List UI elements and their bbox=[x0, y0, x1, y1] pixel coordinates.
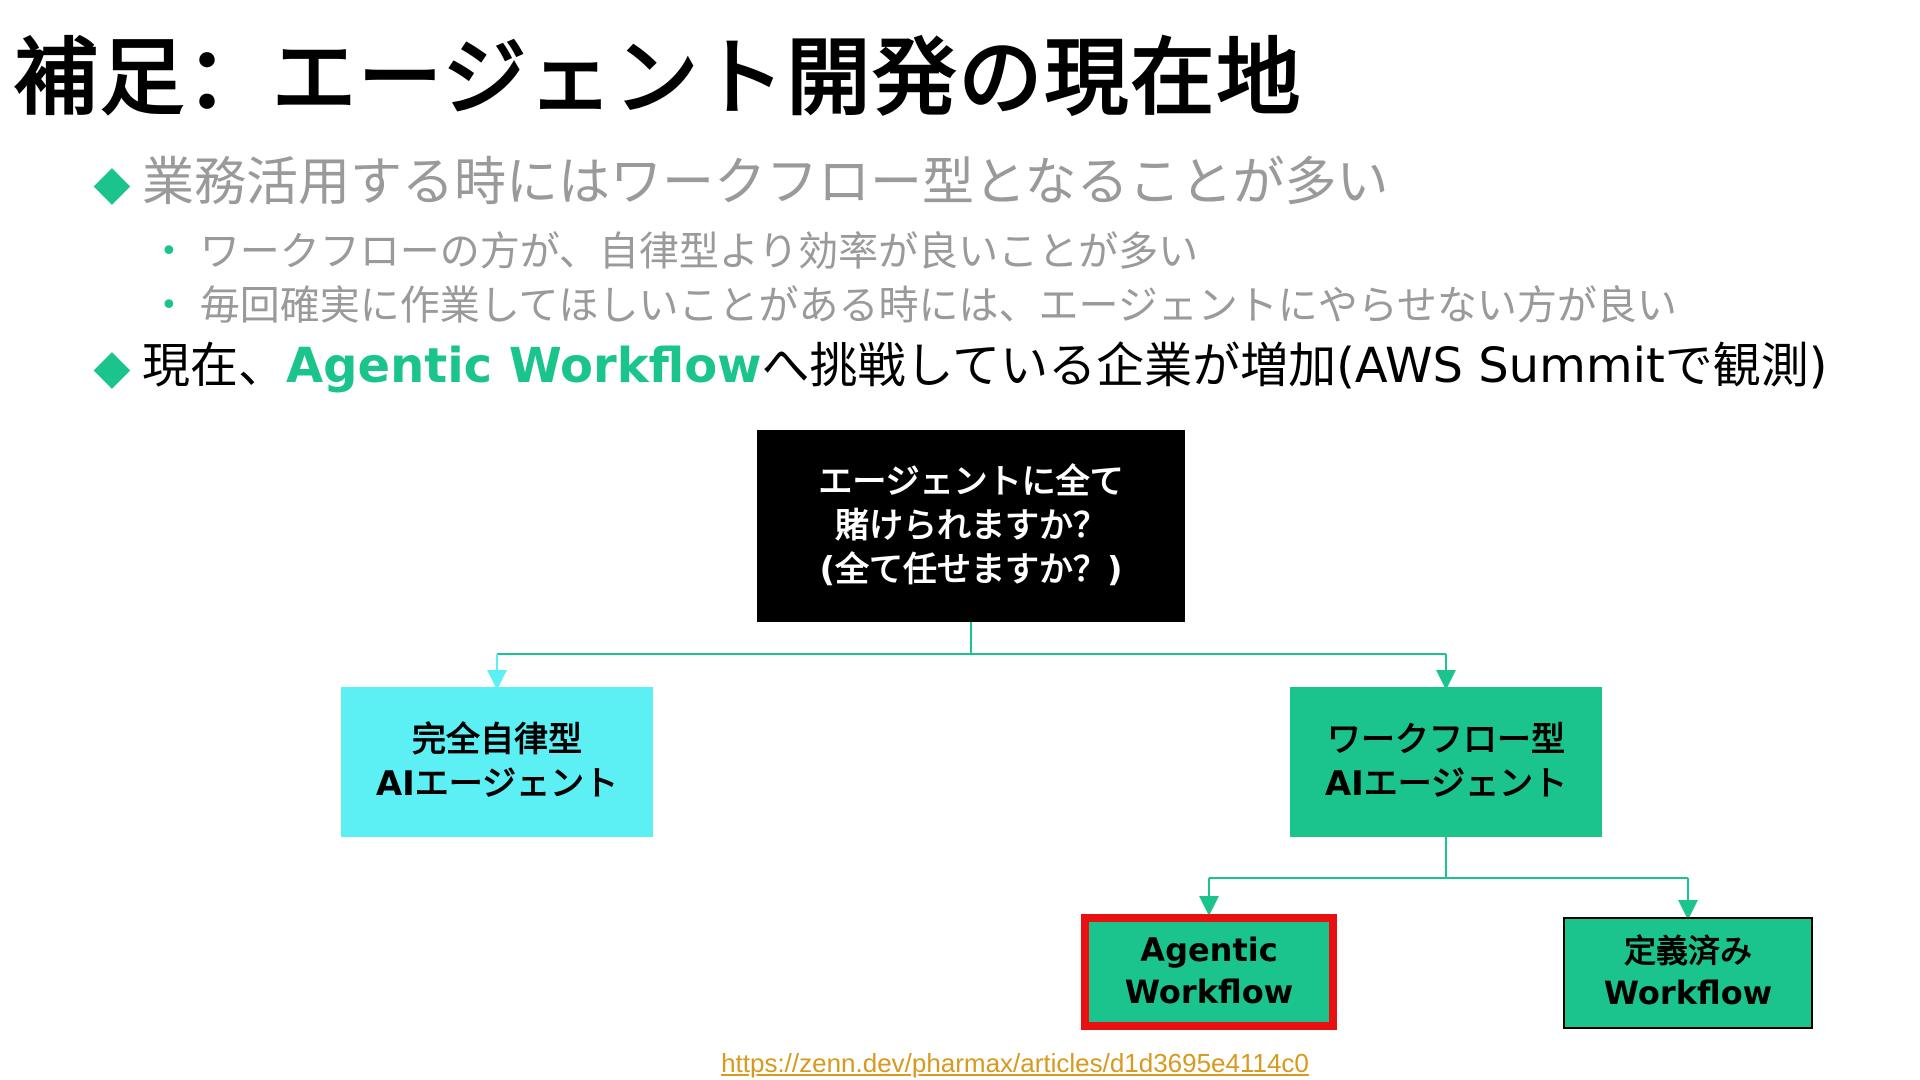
question-line: 賭けられますか？ bbox=[835, 505, 1107, 546]
sub-bullet-text: 毎回確実に作業してほしいことがある時には、エージェントにやらせない方が良い bbox=[199, 283, 1677, 329]
box-line: Workflow bbox=[1603, 974, 1773, 1012]
box-line: ワークフロー型 bbox=[1327, 719, 1565, 760]
source-link[interactable]: https://zenn.dev/pharmax/articles/d1d369… bbox=[721, 1048, 1309, 1078]
question-line: エージェントに全て bbox=[818, 461, 1124, 502]
box-line: AIエージェント bbox=[375, 764, 619, 804]
question-line: (全て任せますか？) bbox=[819, 550, 1123, 591]
autonomous-agent-box: 完全自律型 AIエージェント bbox=[341, 687, 653, 837]
connector-question-to-branches bbox=[497, 622, 1446, 655]
box-line: 定義済み bbox=[1623, 932, 1752, 971]
diamond-bullet-icon: ◆ bbox=[93, 155, 131, 212]
bullet-workflow-common: ◆ 業務活用する時にはワークフロー型となることが多い bbox=[92, 152, 1389, 214]
box-line: Agentic bbox=[1140, 931, 1278, 970]
slide-title: 補足：エージェント開発の現在地 bbox=[14, 29, 1303, 127]
sub-bullet-efficiency: • ワークフローの方が、自律型より効率が良いことが多い bbox=[160, 228, 1198, 276]
bullet-suffix: へ挑戦している企業が増加(AWS Summitで観測) bbox=[761, 338, 1828, 394]
diamond-bullet-icon: ◆ bbox=[93, 338, 131, 395]
dot-bullet-icon: • bbox=[160, 234, 178, 269]
agentic-workflow-box: Agentic Workflow bbox=[1081, 914, 1337, 1030]
box-line: Workflow bbox=[1124, 973, 1294, 1011]
bullet-text: 業務活用する時にはワークフロー型となることが多い bbox=[142, 153, 1389, 213]
box-line: AIエージェント bbox=[1324, 764, 1568, 804]
bullet-highlight: Agentic Workflow bbox=[286, 338, 762, 394]
connector-workflow-to-children bbox=[1209, 837, 1688, 879]
defined-workflow-box: 定義済み Workflow bbox=[1563, 917, 1813, 1029]
workflow-agent-box: ワークフロー型 AIエージェント bbox=[1290, 687, 1602, 837]
sub-bullet-text: ワークフローの方が、自律型より効率が良いことが多い bbox=[199, 229, 1199, 275]
sub-bullet-reliability: • 毎回確実に作業してほしいことがある時には、エージェントにやらせない方が良い bbox=[160, 282, 1677, 330]
dot-bullet-icon: • bbox=[160, 288, 178, 323]
box-line: 完全自律型 bbox=[412, 719, 582, 760]
bullet-prefix: 現在、 bbox=[142, 338, 287, 394]
question-box: エージェントに全て 賭けられますか？ (全て任せますか？) bbox=[757, 430, 1185, 622]
